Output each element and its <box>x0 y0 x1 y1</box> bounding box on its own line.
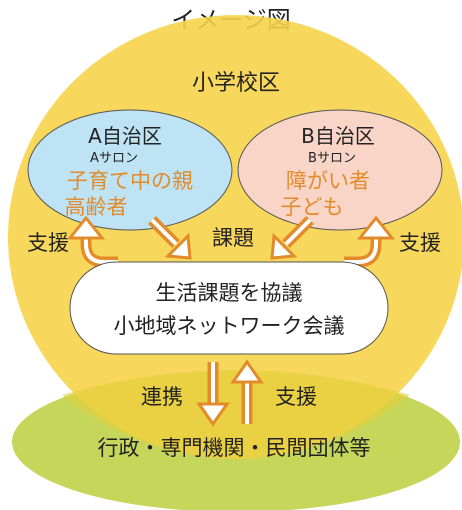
jichiku-a-target-1: 子育て中の親 <box>67 169 193 193</box>
jichiku-a-ellipse <box>27 109 233 231</box>
curved-up-arrow-icon <box>66 215 118 268</box>
jichiku-b-ellipse <box>237 109 443 231</box>
diagonal-arrow-icon <box>148 216 192 260</box>
issues-label: 課題 <box>212 226 254 250</box>
school-district-label: 小学校区 <box>192 71 280 96</box>
jichiku-b-target-2: 子ども <box>281 195 344 219</box>
diagonal-arrow-icon <box>270 216 314 260</box>
jichiku-b-name: B自治区 <box>301 124 375 148</box>
jichiku-a-target-2: 高齢者 <box>65 195 128 219</box>
council-box <box>69 261 389 355</box>
support-right-label: 支援 <box>399 231 441 255</box>
support-bottom-label: 支援 <box>275 385 317 409</box>
jichiku-a-name: A自治区 <box>88 124 162 148</box>
vertical-arrow-icon <box>196 362 230 427</box>
curved-up-arrow-icon <box>344 215 396 268</box>
vertical-arrow-icon <box>230 359 264 424</box>
jichiku-a-salon: Aサロン <box>90 151 138 166</box>
support-left-label: 支援 <box>27 231 69 255</box>
council-line-2: 小地域ネットワーク会議 <box>114 314 345 338</box>
jichiku-b-salon: Bサロン <box>308 151 356 166</box>
agencies-label: 行政・専門機関・民間団体等 <box>98 436 371 460</box>
overlap-region <box>62 370 410 459</box>
jichiku-b-target-1: 障がい者 <box>286 169 370 193</box>
cooperation-label: 連携 <box>141 385 183 409</box>
council-line-1: 生活課題を協議 <box>156 281 303 305</box>
